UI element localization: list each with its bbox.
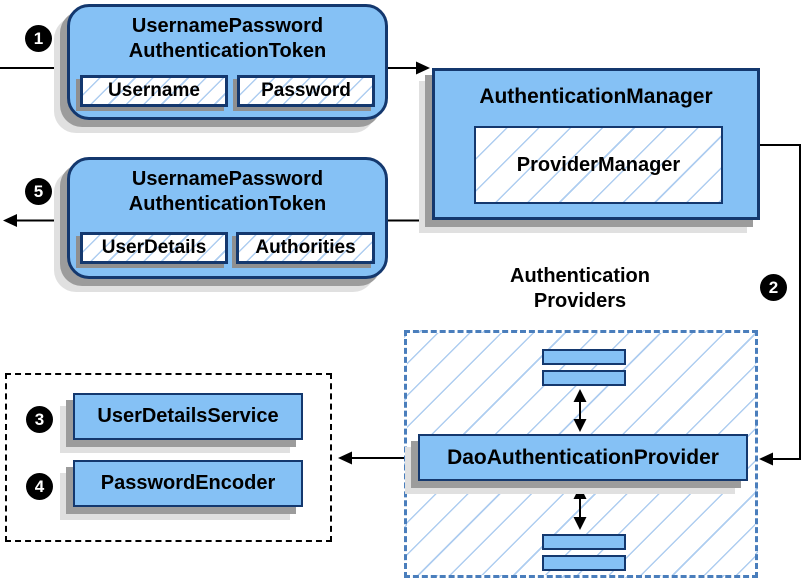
password-field-box: Password	[237, 75, 375, 107]
step-2-badge: 2	[760, 274, 787, 301]
step-1-badge: 1	[25, 25, 52, 52]
double-arrow-top-down-head	[573, 419, 587, 432]
arrow-step2-head	[759, 452, 773, 466]
authentication-providers-label-line2: Providers	[533, 290, 627, 312]
double-arrow-bottom-down-head	[573, 517, 587, 530]
dao-authentication-provider-box: DaoAuthenticationProvider	[418, 434, 748, 481]
dependencies-container	[5, 373, 332, 542]
result-token-title-line2: AuthenticationToken	[128, 193, 327, 215]
arrow-step2-line	[760, 144, 801, 460]
authentication-manager-box: AuthenticationManager ProviderManager	[432, 68, 760, 220]
result-token-title: UsernamePassword AuthenticationToken	[70, 167, 385, 217]
provider-stack-top-1	[542, 349, 626, 365]
user-details-service-box: UserDetailsService	[73, 393, 303, 440]
provider-stack-bottom-1	[542, 534, 626, 550]
arrow-step1-head	[416, 61, 430, 75]
result-token-title-line1: UsernamePassword	[131, 168, 324, 190]
result-token-fields: UserDetails Authorities	[80, 232, 381, 264]
result-token-box: UsernamePassword AuthenticationToken Use…	[67, 157, 388, 279]
provider-stack-top-2	[542, 370, 626, 386]
double-arrow-bottom-up-head	[573, 486, 587, 499]
step-4-badge: 4	[26, 473, 53, 500]
username-field-box: Username	[80, 75, 228, 107]
step-3-badge: 3	[26, 406, 53, 433]
request-token-title: UsernamePassword AuthenticationToken	[70, 14, 385, 64]
double-arrow-top-up-head	[573, 389, 587, 402]
request-token-title-line2: AuthenticationToken	[128, 40, 327, 62]
authentication-manager-title: AuthenticationManager	[479, 85, 713, 108]
arrow-step5-head	[3, 214, 17, 227]
authentication-providers-label: Authentication Providers	[455, 264, 705, 314]
userdetails-field-box: UserDetails	[80, 232, 228, 264]
provider-manager-box: ProviderManager	[474, 126, 723, 204]
arrow-dao-to-deps-head	[338, 451, 352, 465]
provider-stack-bottom-2	[542, 555, 626, 571]
request-token-title-line1: UsernamePassword	[131, 15, 324, 37]
step-5-badge: 5	[25, 178, 52, 205]
request-token-box: UsernamePassword AuthenticationToken Use…	[67, 4, 388, 120]
authorities-field-box: Authorities	[236, 232, 375, 264]
password-encoder-box: PasswordEncoder	[73, 460, 303, 507]
request-token-fields: Username Password	[80, 75, 381, 107]
authentication-providers-label-line1: Authentication	[510, 265, 650, 287]
